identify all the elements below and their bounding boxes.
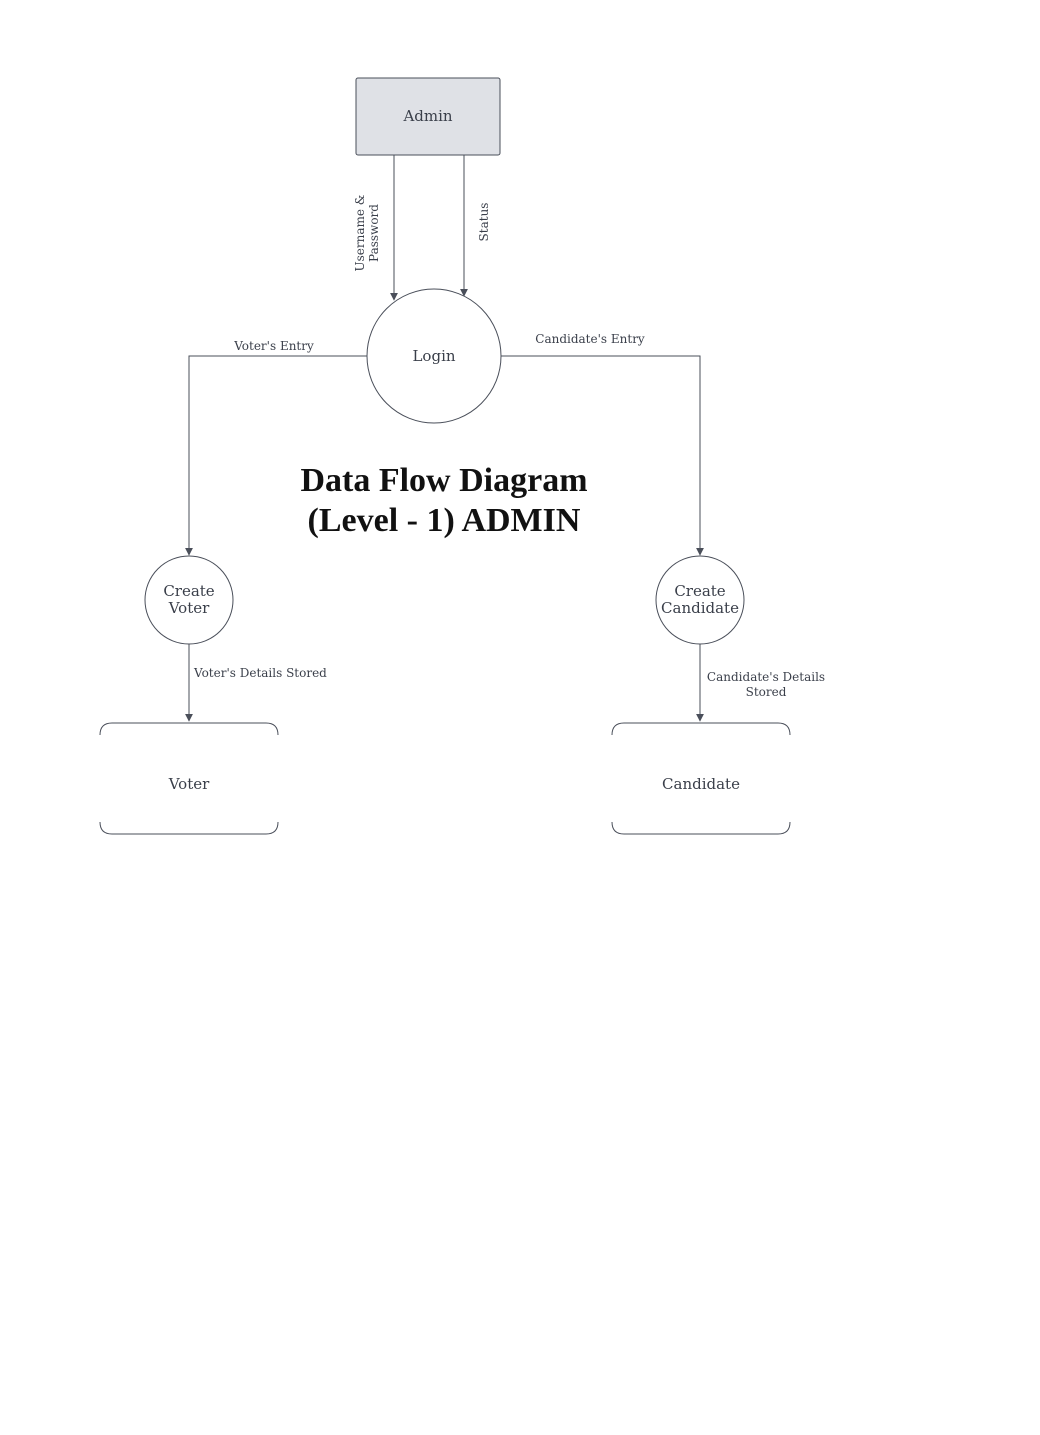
flow-label-candidates-entry: Candidate's Entry [535,332,645,346]
flow-label-voters-entry: Voter's Entry [233,339,314,353]
flow-label-candidates-details-line1: Candidate's Details [707,670,825,684]
create-voter-process[interactable]: Create Voter [144,555,234,645]
flow-label-password: Password [367,204,381,262]
create-candidate-label-line1: Create [674,582,725,600]
create-candidate-process[interactable]: Create Candidate [655,555,745,645]
login-label: Login [412,347,455,365]
admin-label: Admin [402,107,452,125]
flow-label-username: Username & [353,194,367,271]
flow-label-status: Status [477,203,491,242]
diagram-title-line2: (Level - 1) ADMIN [308,502,581,539]
flow-label-voters-details-stored: Voter's Details Stored [193,666,327,680]
admin-entity[interactable]: Admin [355,77,501,156]
create-candidate-label-line2: Candidate [661,599,739,617]
candidate-data-store[interactable]: Candidate [611,722,791,835]
voter-data-store[interactable]: Voter [99,722,279,835]
diagram-title-line1: Data Flow Diagram [300,462,587,499]
voter-store-label: Voter [168,775,210,793]
create-voter-label-line2: Voter [168,599,210,617]
flow-candidates-entry [501,355,704,556]
flow-voters-entry [185,355,367,556]
login-process[interactable]: Login [366,288,502,424]
candidate-store-label: Candidate [662,775,740,793]
flow-label-candidates-details-line2: Stored [746,685,787,699]
create-voter-label-line1: Create [163,582,214,600]
